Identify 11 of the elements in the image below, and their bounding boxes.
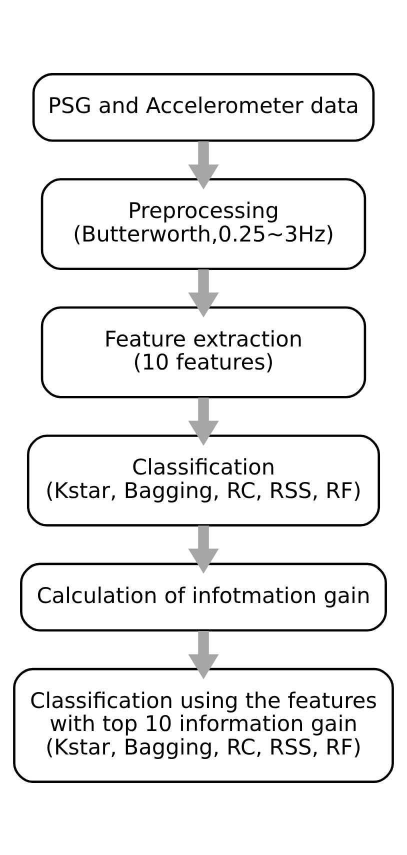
arrow [188,140,219,189]
node-box: Preprocessing (Butterworth,0.25~3Hz) [40,178,366,270]
node-box: PSG and Accelerometer data [32,72,375,142]
arrow [188,397,219,446]
node-box: Calculation of infotmation gain [20,562,387,632]
arrow [188,268,219,318]
arrow [188,630,219,679]
node-box: Classification (Kstar, Bagging, RC, RSS, RF) [26,434,380,526]
node-box: Classification using the features with top 10 information gain (Kstar, Bagging, RC, RSS, RF) [13,667,394,782]
arrow [188,525,219,574]
node-box: Feature extraction (10 features) [40,306,366,398]
